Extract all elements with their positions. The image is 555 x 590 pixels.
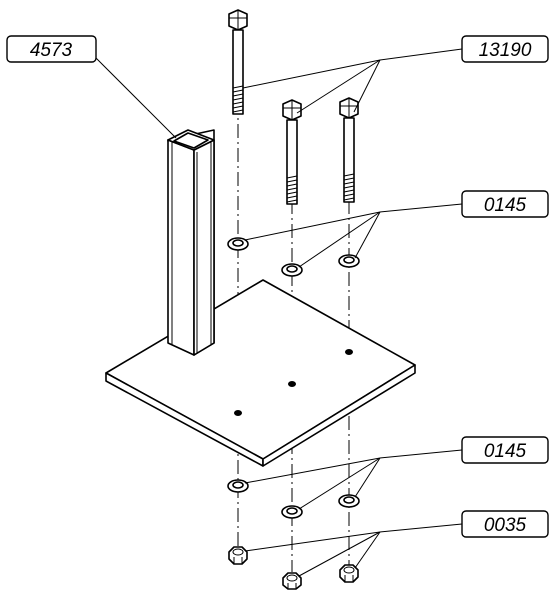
- label-bolts: 13190: [461, 35, 549, 63]
- label-post: 4573: [6, 35, 97, 63]
- washer-upper-middle: [281, 263, 303, 277]
- label-washers-top-text: 0145: [484, 195, 527, 216]
- plate-hole-right: [345, 349, 353, 355]
- washer-upper-left: [227, 237, 249, 251]
- label-post-text: 4573: [30, 40, 73, 61]
- nut-right: [339, 564, 359, 583]
- plate-hole-left: [234, 410, 242, 416]
- bolt-left-thread: [232, 85, 244, 113]
- washers-lower: [227, 479, 360, 519]
- washer-lower-right: [338, 494, 360, 508]
- bolt-middle: [282, 99, 302, 205]
- washer-upper-right: [338, 254, 360, 268]
- label-nuts-text: 0035: [484, 515, 527, 536]
- bolt-middle-thread: [286, 175, 298, 203]
- label-bolts-text: 13190: [479, 40, 532, 61]
- bolt-right-thread: [343, 173, 355, 201]
- bolt-left: [228, 9, 248, 115]
- bolt-right: [339, 97, 359, 203]
- nuts: [228, 546, 359, 590]
- washer-lower-middle: [281, 505, 303, 519]
- base-plate: [105, 279, 416, 467]
- plate-hole-middle: [288, 381, 296, 387]
- label-nuts: 0035: [461, 510, 549, 538]
- nut-middle: [282, 572, 302, 590]
- leader-lines: [95, 48, 463, 577]
- label-washers-bottom-text: 0145: [484, 441, 527, 462]
- label-washers-top: 0145: [461, 190, 549, 218]
- square-post: [167, 129, 215, 356]
- label-washers-bottom: 0145: [461, 436, 549, 464]
- washer-lower-left: [227, 479, 249, 493]
- nut-left: [228, 546, 248, 565]
- washers-upper: [227, 237, 360, 277]
